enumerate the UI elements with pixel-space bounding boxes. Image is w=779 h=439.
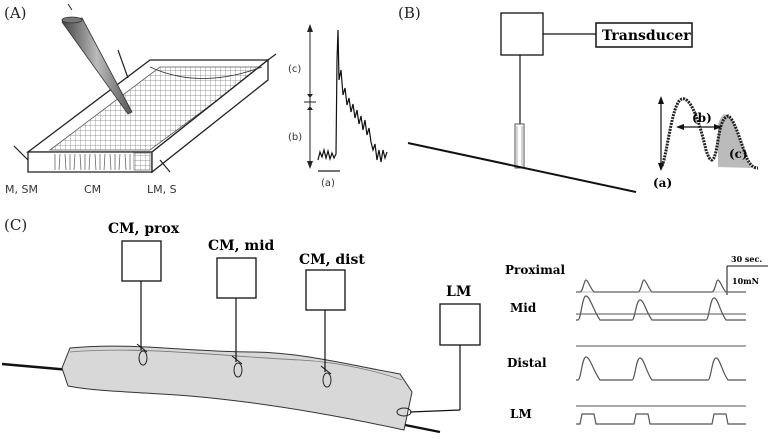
trace-proximal: Proximal [505, 263, 746, 293]
electrode-cm-dist: CM, dist [299, 252, 365, 388]
transducer-label-box [595, 22, 693, 48]
trace-label-distal: Distal [507, 356, 547, 370]
panel-c: (C) CM, prox CM, mid CM, dist [1, 216, 768, 434]
electrode-label-cm-dist: CM, dist [299, 252, 365, 268]
mark-a: (a) [321, 178, 335, 189]
recording-inset: (c) (b) (a) [288, 24, 388, 189]
panel-c-label: (C) [4, 216, 27, 234]
tissue-strip [514, 123, 525, 169]
panel-a: (A) M, SM CM [4, 3, 388, 196]
scale-force-label: 10mN [732, 276, 759, 286]
electrode-cm-prox: CM, prox [108, 221, 180, 366]
trace-label-lm: LM [510, 407, 532, 421]
contraction-trace: (b) (c) (a) [653, 96, 759, 190]
trace-distal: Distal [507, 345, 746, 381]
tissue-label-m-sm: M, SM [5, 183, 38, 196]
pipette [61, 3, 133, 115]
mark-b-b: (b) [692, 111, 712, 125]
electrode-label-cm-prox: CM, prox [108, 221, 180, 237]
tissue-label-cm: CM [84, 183, 101, 196]
scale-time-label: 30 sec. [731, 254, 762, 264]
panel-b: (B) Transducer (b) (c) (a) [398, 4, 759, 193]
electrode-label-cm-mid: CM, mid [208, 238, 275, 254]
electrode-label-lm: LM [446, 284, 471, 300]
electrode-cm-mid: CM, mid [208, 238, 275, 378]
tissue-block [13, 49, 277, 174]
trace-label-mid: Mid [510, 301, 537, 315]
transducer-box [500, 12, 544, 56]
tissue-label-lm-s: LM, S [147, 183, 177, 196]
trace-label-proximal: Proximal [505, 263, 566, 277]
panel-b-label: (B) [398, 4, 421, 22]
mark-b-a: (a) [653, 176, 672, 190]
panel-a-label: (A) [4, 4, 27, 22]
trace-mid: Mid [510, 295, 746, 321]
transducer-label: Transducer [602, 28, 691, 44]
mark-b-c: (c) [729, 147, 748, 161]
mark-b: (b) [288, 132, 302, 143]
trace-lm: LM [510, 405, 746, 425]
mark-c: (c) [288, 64, 301, 75]
scale-bar: 30 sec. 10mN [726, 254, 768, 295]
colon-segment [61, 345, 413, 431]
electrode-lm: LM [396, 284, 481, 417]
